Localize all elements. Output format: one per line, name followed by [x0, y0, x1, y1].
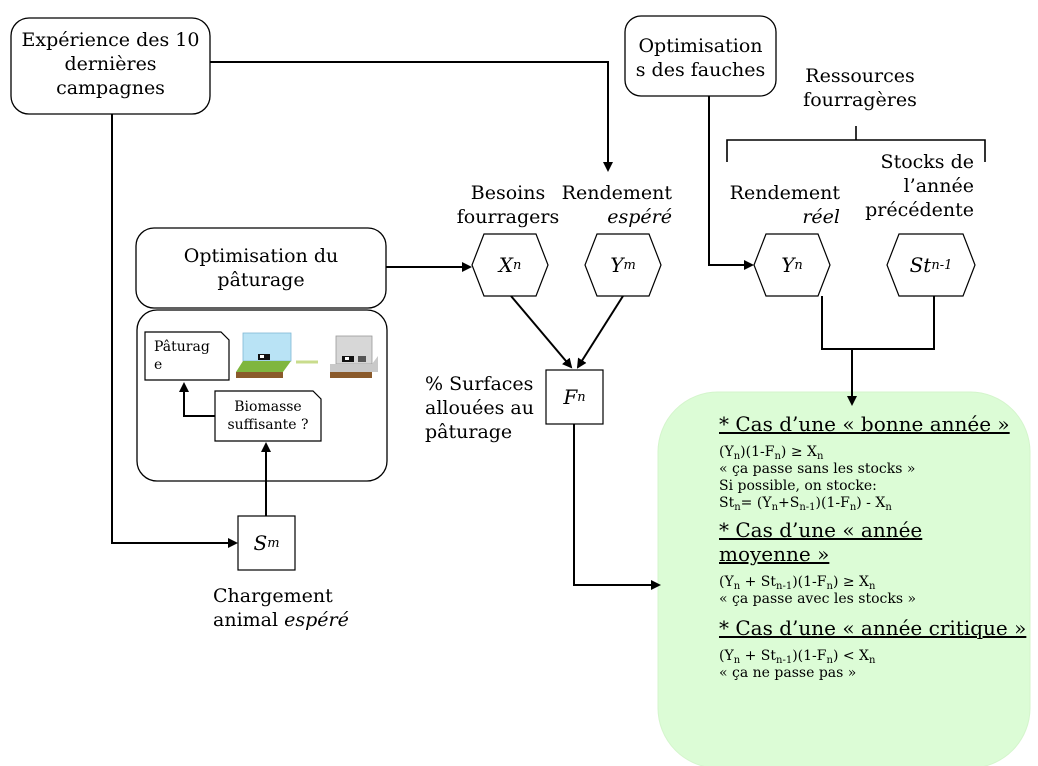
case-bonne-stock-formula: Stn= (Yn+Sn-1)(1-Fn) - Xn: [719, 495, 892, 513]
hex-x-n: [471, 233, 549, 297]
chargement-label: Chargement animal espéré: [213, 585, 349, 631]
ressources-bracket: [726, 126, 986, 162]
hex-y-n: [753, 233, 831, 297]
experience-label: Expérience des 10 dernières campagnes: [21, 29, 200, 99]
pasture-image: [236, 332, 292, 378]
case-critique-formula: (Yn + Stn-1)(1-Fn) < Xn: [719, 648, 876, 666]
rendement-reel-label: Rendement réel: [729, 182, 840, 228]
case-moyenne-title: * Cas d’une « année moyenne »: [719, 518, 923, 566]
hex-st: [886, 233, 976, 297]
case-bonne-formula: (Yn)(1-Fn) ≥ Xn: [719, 444, 824, 462]
barn-image: [330, 335, 378, 378]
ressources-label: Ressources fourragères: [803, 65, 917, 111]
biomasse-box: [214, 390, 322, 442]
connectors: [111, 61, 935, 590]
paturage-small-label: Pâturag e: [154, 339, 210, 373]
experience-box: [10, 17, 211, 115]
besoins-label: Besoins fourragers: [456, 182, 560, 228]
case-critique-quote: « ça ne passe pas »: [719, 665, 857, 681]
hex-y-m: [584, 233, 662, 297]
case-moyenne-formula: (Yn + Stn-1)(1-Fn) ≥ Xn: [719, 574, 876, 592]
stocks-label: Stocks de l’année précédente: [865, 151, 974, 221]
surfaces-label: % Surfaces allouées au pâturage: [425, 373, 534, 443]
cases-text: * Cas d’une « bonne année » (Yn)(1-Fn) ≥…: [719, 412, 1027, 682]
case-bonne-quote: « ça passe sans les stocks »: [719, 461, 916, 477]
case-bonne-title: * Cas d’une « bonne année »: [719, 412, 1010, 436]
optim-paturage-label: Optimisation du pâturage: [183, 245, 339, 291]
rendement-espere-label: Rendement espéré: [561, 182, 672, 228]
case-critique-title: * Cas d’une « année critique »: [719, 616, 1027, 640]
optim-fauches-label: Optimisation s des fauches: [635, 35, 766, 81]
case-bonne-stocke: Si possible, on stocke:: [719, 478, 877, 494]
biomasse-label: Biomasse suffisante ?: [227, 399, 309, 433]
optim-fauches-box: [624, 15, 777, 97]
paturage-small-box: [144, 331, 230, 381]
case-moyenne-quote: « ça passe avec les stocks »: [719, 591, 917, 607]
